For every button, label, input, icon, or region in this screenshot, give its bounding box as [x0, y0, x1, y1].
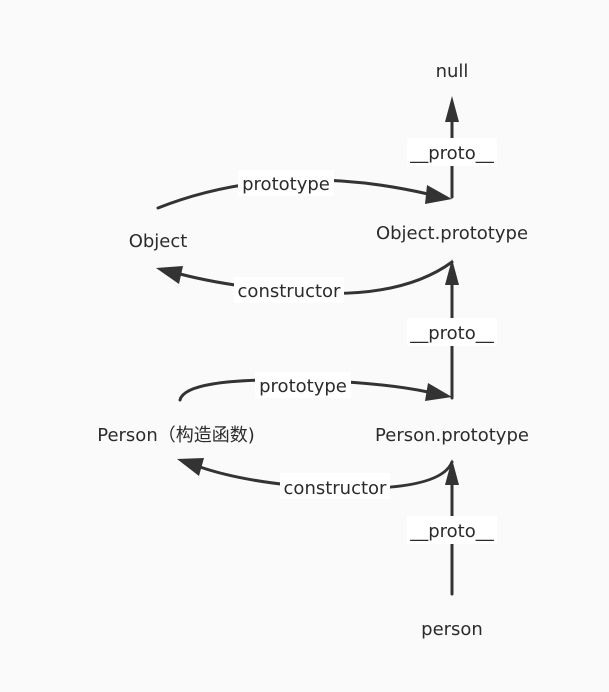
edge-label-prototype-object: prototype [242, 174, 330, 195]
edge-label-constructor-person: constructor [284, 478, 388, 499]
edge-label-prototype-person: prototype [259, 376, 347, 397]
arrowhead-right-person-prototype [425, 383, 452, 401]
node-person: person [421, 619, 483, 640]
arrowhead-up-null [445, 96, 459, 122]
edge-label-proto-person-person-prototype: __proto__ [409, 521, 495, 542]
edge-label-constructor-object: constructor [238, 281, 342, 302]
arrowhead-left-object [156, 266, 183, 284]
arrowhead-left-person-constructor [177, 458, 204, 476]
edge-label-proto-person-prototype-object-prototype: __proto__ [409, 323, 495, 344]
node-person-constructor: Person（构造函数) [97, 425, 255, 446]
arrowhead-right-object-prototype [425, 185, 452, 204]
arrowhead-up-object-prototype [445, 259, 459, 285]
node-object: Object [129, 231, 188, 252]
edge-label-proto-object-prototype-null: __proto__ [409, 143, 495, 164]
node-person-prototype: Person.prototype [375, 425, 529, 446]
node-null: null [436, 61, 469, 82]
node-object-prototype: Object.prototype [376, 223, 528, 244]
arrowhead-up-person-prototype [445, 459, 459, 485]
